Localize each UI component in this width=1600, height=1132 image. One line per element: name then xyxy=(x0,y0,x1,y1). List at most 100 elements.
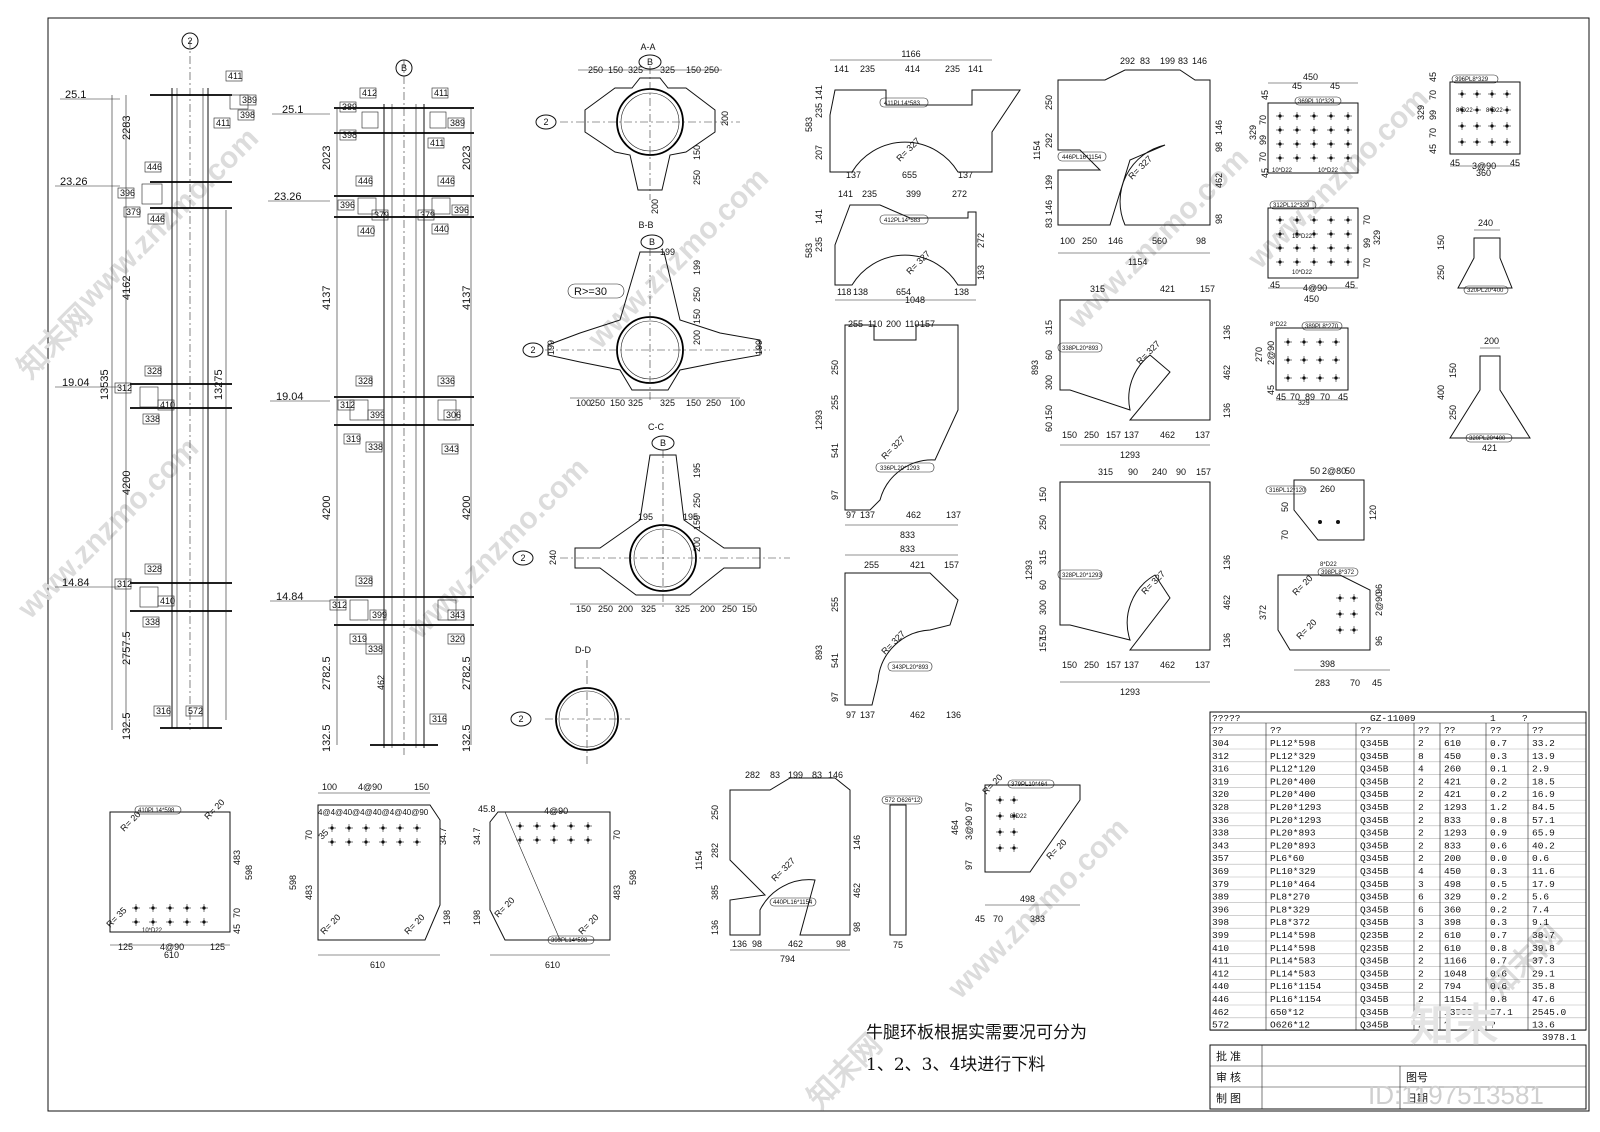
bolt-hole xyxy=(998,798,1002,802)
svg-text:98: 98 xyxy=(1196,236,1206,246)
bolt-hole xyxy=(1329,246,1333,250)
svg-text:150: 150 xyxy=(1062,660,1077,670)
bolt-hole xyxy=(569,838,573,842)
bolt-hole xyxy=(381,826,385,830)
table-cell: 200 xyxy=(1444,853,1461,864)
svg-text:157: 157 xyxy=(1196,467,1211,477)
column-elevation-left: 2 25.1 23.26 19.04 14.84 2283 4162 42 xyxy=(55,32,257,740)
table-cell: ? xyxy=(1444,1020,1450,1031)
svg-text:4200: 4200 xyxy=(321,496,333,520)
svg-text:3@90: 3@90 xyxy=(964,816,974,840)
svg-text:www.znzmo.com: www.znzmo.com xyxy=(401,452,595,646)
svg-text:250: 250 xyxy=(1038,515,1048,530)
svg-text:462: 462 xyxy=(1222,595,1232,610)
svg-text:1154: 1154 xyxy=(1128,257,1147,267)
svg-text:893: 893 xyxy=(1030,360,1040,375)
svg-text:396: 396 xyxy=(120,188,135,198)
bolt-hole xyxy=(1278,218,1282,222)
table-cell: 338 xyxy=(1212,828,1229,839)
svg-text:157: 157 xyxy=(1106,430,1121,440)
svg-text:97: 97 xyxy=(964,860,974,870)
svg-text:329: 329 xyxy=(1248,125,1258,140)
table-cell: PL12*598 xyxy=(1270,738,1316,749)
table-cell: 16.9 xyxy=(1532,789,1555,800)
svg-text:200: 200 xyxy=(886,319,901,329)
svg-text:207: 207 xyxy=(814,145,824,160)
svg-text:338: 338 xyxy=(368,442,383,452)
table-cell: 57.1 xyxy=(1532,815,1555,826)
bolt-hole xyxy=(1490,124,1494,128)
svg-text:199: 199 xyxy=(1044,175,1054,190)
svg-text:50: 50 xyxy=(1345,466,1355,476)
svg-text:R= 327: R= 327 xyxy=(879,434,907,462)
svg-text:136: 136 xyxy=(1222,633,1232,648)
svg-text:审 核: 审 核 xyxy=(1216,1070,1241,1084)
table-cell: 2 xyxy=(1418,738,1424,749)
svg-text:328: 328 xyxy=(358,576,373,586)
table-cell: 0.2 xyxy=(1490,776,1507,787)
table-cell: 2 xyxy=(1418,802,1424,813)
svg-text:120: 120 xyxy=(1368,505,1378,520)
bolt-hole xyxy=(398,840,402,844)
table-cell: PL8*329 xyxy=(1270,904,1310,915)
svg-text:200: 200 xyxy=(1484,336,1499,346)
svg-text:389PL8*270: 389PL8*270 xyxy=(1305,324,1339,330)
bolt-hole xyxy=(415,826,419,830)
svg-text:462: 462 xyxy=(906,510,921,520)
table-cell: 2.9 xyxy=(1532,764,1549,775)
svg-text:446: 446 xyxy=(440,176,455,186)
plate-320: 200 400 150 250 320PL20*400 421 xyxy=(1436,336,1531,453)
bolt-hole xyxy=(1312,260,1316,264)
svg-text:97: 97 xyxy=(846,510,856,520)
svg-text:23.26: 23.26 xyxy=(274,191,302,203)
svg-text:B: B xyxy=(649,237,655,247)
svg-text:440: 440 xyxy=(360,226,375,236)
svg-text:B: B xyxy=(660,438,666,448)
table-cell: 84.5 xyxy=(1532,802,1555,813)
plate-440: 794 282 83 199 83 146 136 98 462 98 1154… xyxy=(694,770,862,964)
bolt-hole xyxy=(1338,612,1342,616)
table-cell: 2 xyxy=(1418,776,1424,787)
svg-text:146: 146 xyxy=(1214,120,1224,135)
table-cell: Q345B xyxy=(1360,968,1389,979)
svg-text:306: 306 xyxy=(446,410,461,420)
bolt-hole xyxy=(1286,376,1290,380)
svg-text:440PL16*1154: 440PL16*1154 xyxy=(773,900,813,906)
table-cell: 2 xyxy=(1418,930,1424,941)
svg-text:60: 60 xyxy=(1038,580,1048,590)
svg-text:118: 118 xyxy=(837,287,851,297)
table-subheader-cell: ?? xyxy=(1360,725,1371,736)
svg-text:4@90: 4@90 xyxy=(160,942,184,952)
svg-text:R>=30: R>=30 xyxy=(574,286,607,298)
svg-text:250: 250 xyxy=(1084,660,1099,670)
svg-text:157: 157 xyxy=(920,319,935,329)
svg-text:440: 440 xyxy=(434,224,449,234)
svg-text:198: 198 xyxy=(442,910,452,925)
bolt-hole xyxy=(586,838,590,842)
table-cell: PL20*893 xyxy=(1270,840,1316,851)
svg-text:83: 83 xyxy=(770,770,780,780)
svg-text:462: 462 xyxy=(852,883,862,898)
bolt-hole xyxy=(1346,156,1350,160)
svg-text:2782.5: 2782.5 xyxy=(461,656,473,690)
svg-text:97: 97 xyxy=(964,802,974,812)
table-subheader-cell: ?? xyxy=(1490,725,1501,736)
bolt-hole xyxy=(1505,92,1509,96)
svg-text:410: 410 xyxy=(160,400,175,410)
svg-text:379: 379 xyxy=(420,210,435,220)
table-cell: 18.5 xyxy=(1532,776,1555,787)
bolt-hole xyxy=(1334,358,1338,362)
svg-text:100: 100 xyxy=(730,398,745,408)
svg-text:240: 240 xyxy=(548,550,558,565)
svg-text:195: 195 xyxy=(683,512,698,522)
svg-text:96: 96 xyxy=(1374,636,1384,646)
svg-text:1、2、3、4块进行下料: 1、2、3、4块进行下料 xyxy=(866,1055,1045,1075)
svg-text:1: 1 xyxy=(1490,713,1496,724)
svg-text:45: 45 xyxy=(1428,144,1438,154)
svg-text:23.26: 23.26 xyxy=(60,176,88,188)
table-cell: 2 xyxy=(1418,1020,1424,1031)
svg-text:312: 312 xyxy=(332,600,347,610)
svg-text:10*D22: 10*D22 xyxy=(1292,234,1313,240)
table-cell: 2 xyxy=(1418,828,1424,839)
table-cell: Q345B xyxy=(1360,776,1389,787)
